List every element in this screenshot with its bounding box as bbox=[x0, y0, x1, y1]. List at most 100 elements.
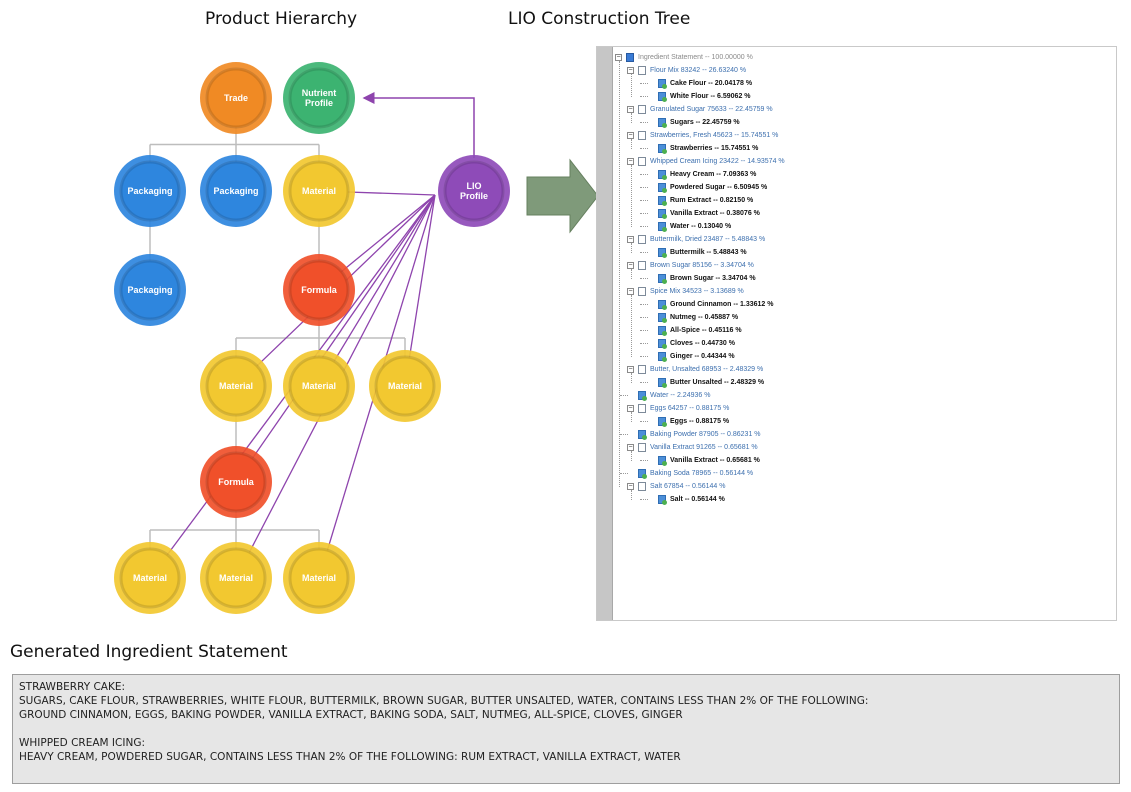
tree-node-label: Water -- 0.13040 % bbox=[670, 223, 732, 230]
collapse-toggle-icon[interactable]: − bbox=[627, 262, 634, 269]
tree-node[interactable]: Cake Flour -- 20.04178 % bbox=[612, 77, 1116, 90]
ingredient-icon bbox=[658, 209, 667, 219]
tree-node[interactable]: −Spice Mix 34523 -- 3.13689 % bbox=[612, 285, 1116, 298]
tree-node[interactable]: −Granulated Sugar 75633 -- 22.45759 % bbox=[612, 103, 1116, 116]
tree-guide-line bbox=[631, 139, 632, 149]
collapse-toggle-icon[interactable]: − bbox=[627, 106, 634, 113]
tree-guide-line bbox=[620, 473, 628, 474]
document-icon bbox=[638, 66, 646, 75]
tree-node-label: White Flour -- 6.59062 % bbox=[670, 93, 751, 100]
tree-node[interactable]: Rum Extract -- 0.82150 % bbox=[612, 194, 1116, 207]
tree-node[interactable]: Salt -- 0.56144 % bbox=[612, 493, 1116, 506]
node-label: Nutrient bbox=[302, 88, 337, 98]
tree-node-label: Butter, Unsalted 68953 -- 2.48329 % bbox=[650, 366, 764, 373]
tree-node-label: Heavy Cream -- 7.09363 % bbox=[670, 171, 757, 178]
tree-node[interactable]: − Eggs 64257 -- 0.88175 % bbox=[612, 402, 1116, 415]
tree-node[interactable]: Heavy Cream -- 7.09363 % bbox=[612, 168, 1116, 181]
tree-node-label: Ingredient Statement -- 100.00000 % bbox=[638, 54, 753, 61]
tree-guide-line bbox=[640, 343, 648, 344]
ingredient-icon bbox=[658, 118, 667, 128]
tree-node[interactable]: − Whipped Cream Icing 23422 -- 14.93574 % bbox=[612, 155, 1116, 168]
tree-node[interactable]: Water -- 0.13040 % bbox=[612, 220, 1116, 233]
tree-node[interactable]: Ground Cinnamon -- 1.33612 % bbox=[612, 298, 1116, 311]
node-label: Formula bbox=[301, 285, 337, 295]
tree-node[interactable]: Eggs -- 0.88175 % bbox=[612, 415, 1116, 428]
tree-node[interactable]: Strawberries -- 15.74551 % bbox=[612, 142, 1116, 155]
tree-node[interactable]: − Butter, Unsalted 68953 -- 2.48329 % bbox=[612, 363, 1116, 376]
tree-node-label: Vanilla Extract 91265 -- 0.65681 % bbox=[650, 444, 758, 451]
tree-node[interactable]: − Ingredient Statement -- 100.00000 % bbox=[612, 51, 1116, 64]
tree-node-label: Whipped Cream Icing 23422 -- 14.93574 % bbox=[650, 158, 785, 165]
tree-node-label: Baking Soda 78965 -- 0.56144 % bbox=[650, 470, 754, 477]
tree-node-label: Buttermilk -- 5.48843 % bbox=[670, 249, 747, 256]
statement-text: GROUND CINNAMON, EGGS, BAKING POWDER, VA… bbox=[19, 709, 683, 721]
tree-node[interactable]: Nutmeg -- 0.45887 % bbox=[612, 311, 1116, 324]
ingredient-icon bbox=[658, 378, 667, 388]
collapse-toggle-icon[interactable]: − bbox=[627, 366, 634, 373]
statement-title: WHIPPED CREAM ICING: bbox=[19, 737, 145, 749]
collapse-toggle-icon[interactable]: − bbox=[627, 132, 634, 139]
collapse-toggle-icon[interactable]: − bbox=[627, 67, 634, 74]
tree-node[interactable]: Baking Soda 78965 -- 0.56144 % bbox=[612, 467, 1116, 480]
collapse-toggle-icon[interactable]: − bbox=[627, 158, 634, 165]
node-material: Material bbox=[114, 542, 186, 614]
tree-guide-line bbox=[620, 434, 628, 435]
statement-icon bbox=[626, 53, 634, 62]
ingredient-icon bbox=[658, 144, 667, 154]
tree-guide-line bbox=[640, 83, 648, 84]
tree-node[interactable]: − Buttermilk, Dried 23487 -- 5.48843 % bbox=[612, 233, 1116, 246]
tree-node[interactable]: − Vanilla Extract 91265 -- 0.65681 % bbox=[612, 441, 1116, 454]
lio-construction-tree: −Ingredient Statement -- 100.00000 %−Flo… bbox=[596, 46, 1117, 621]
ingredient-icon bbox=[658, 222, 667, 232]
tree-guide-line bbox=[640, 252, 648, 253]
tree-node[interactable]: Powdered Sugar -- 6.50945 % bbox=[612, 181, 1116, 194]
tree-node-label: Brown Sugar -- 3.34704 % bbox=[670, 275, 756, 282]
document-icon bbox=[638, 157, 646, 166]
node-trade: Trade bbox=[200, 62, 272, 134]
tree-node[interactable]: −Brown Sugar 85156 -- 3.34704 % bbox=[612, 259, 1116, 272]
node-label: Material bbox=[302, 381, 336, 391]
tree-node[interactable]: White Flour -- 6.59062 % bbox=[612, 90, 1116, 103]
tree-guide-line bbox=[640, 187, 648, 188]
hierarchy-connectors bbox=[149, 98, 406, 578]
tree-guide-line bbox=[640, 304, 648, 305]
collapse-toggle-icon[interactable]: − bbox=[627, 236, 634, 243]
ingredient-icon bbox=[658, 417, 667, 427]
tree-node[interactable]: −Flour Mix 83242 -- 26.63240 % bbox=[612, 64, 1116, 77]
tree-guide-line bbox=[631, 243, 632, 253]
tree-node[interactable]: Ginger -- 0.44344 % bbox=[612, 350, 1116, 363]
ingredient-icon bbox=[658, 313, 667, 323]
collapse-toggle-icon[interactable]: − bbox=[627, 405, 634, 412]
tree-node-label: Butter Unsalted -- 2.48329 % bbox=[670, 379, 765, 386]
node-material: Material bbox=[283, 350, 355, 422]
document-icon bbox=[638, 235, 646, 244]
tree-guide-line bbox=[631, 74, 632, 97]
tree-node[interactable]: Buttermilk -- 5.48843 % bbox=[612, 246, 1116, 259]
tree-node[interactable]: Vanilla Extract -- 0.38076 % bbox=[612, 207, 1116, 220]
ingredient-icon bbox=[658, 339, 667, 349]
tree-node-label: Ginger -- 0.44344 % bbox=[670, 353, 735, 360]
collapse-toggle-icon[interactable]: − bbox=[615, 54, 622, 61]
tree-node[interactable]: Brown Sugar -- 3.34704 % bbox=[612, 272, 1116, 285]
tree-node-label: Eggs 64257 -- 0.88175 % bbox=[650, 405, 730, 412]
collapse-toggle-icon[interactable]: − bbox=[627, 444, 634, 451]
node-material: Material bbox=[200, 350, 272, 422]
node-inner-circle bbox=[205, 355, 267, 417]
tree-node[interactable]: Sugars -- 22.45759 % bbox=[612, 116, 1116, 129]
collapse-toggle-icon[interactable]: − bbox=[627, 483, 634, 490]
tree-node[interactable]: Butter Unsalted -- 2.48329 % bbox=[612, 376, 1116, 389]
collapse-toggle-icon[interactable]: − bbox=[627, 288, 634, 295]
tree-guide-line bbox=[640, 96, 648, 97]
tree-node[interactable]: −Salt 67854 -- 0.56144 % bbox=[612, 480, 1116, 493]
tree-node-label: Buttermilk, Dried 23487 -- 5.48843 % bbox=[650, 236, 766, 243]
tree-guide-line bbox=[640, 148, 648, 149]
tree-node[interactable]: Water -- 2.24936 % bbox=[612, 389, 1116, 402]
tree-guide-line bbox=[631, 269, 632, 279]
tree-node[interactable]: Vanilla Extract -- 0.65681 % bbox=[612, 454, 1116, 467]
tree-guide-line bbox=[640, 421, 648, 422]
tree-node[interactable]: All-Spice -- 0.45116 % bbox=[612, 324, 1116, 337]
tree-node[interactable]: Baking Powder 87905 -- 0.86231 % bbox=[612, 428, 1116, 441]
tree-node[interactable]: −Strawberries, Fresh 45623 -- 15.74551 % bbox=[612, 129, 1116, 142]
tree-node[interactable]: Cloves -- 0.44730 % bbox=[612, 337, 1116, 350]
document-icon bbox=[638, 365, 646, 374]
